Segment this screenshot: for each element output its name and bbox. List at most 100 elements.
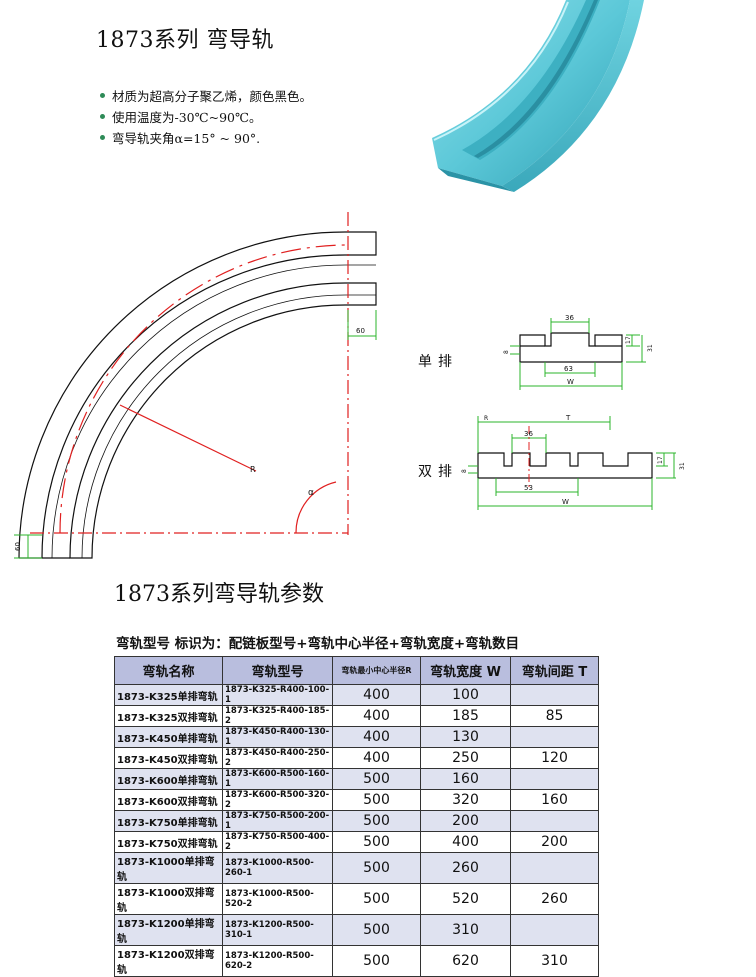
cell-spacing: 120 [510,747,599,769]
cell-name: 1873-K750单排弯轨 [114,810,223,832]
cell-spacing: 200 [510,831,599,853]
single-dim-36: 36 [565,314,574,322]
double-row-section [477,452,653,479]
cell-width: 260 [420,852,511,884]
centerlines [30,212,349,535]
technical-drawing: R α 60 60 36 63 W 17 31 8 [14,212,686,559]
feature-list: 材质为超高分子聚乙烯，颜色黑色。 使用温度为-30℃~90℃。 弯导轨夹角α=1… [100,86,312,149]
cell-model: 1873-K450-R400-130-1 [222,726,333,748]
cell-width: 160 [420,768,511,790]
cell-radius: 400 [332,705,421,727]
dim-60-top-label: 60 [356,327,365,335]
cell-width: 320 [420,789,511,811]
cell-spacing: 160 [510,789,599,811]
cell-model: 1873-K1200-R500-620-2 [222,945,333,977]
cell-radius: 500 [332,945,421,977]
cell-width: 185 [420,705,511,727]
double-dim-36: 36 [524,430,533,438]
single-row-label: 单排 [418,354,458,370]
cell-radius: 500 [332,831,421,853]
cell-width: 400 [420,831,511,853]
cell-name: 1873-K750双排弯轨 [114,831,223,853]
cell-width: 250 [420,747,511,769]
table-header-row: 弯轨名称 弯轨型号 弯轨最小中心半径R 弯轨宽度 W 弯轨间距 T [114,656,599,685]
double-dim-8: 8 [461,469,468,473]
single-dim-w: W [567,378,574,386]
cell-radius: 400 [332,726,421,748]
cell-radius: 400 [332,684,421,706]
cell-name: 1873-K325单排弯轨 [114,684,223,706]
double-dim-17: 17 [657,456,664,464]
cell-name: 1873-K1200单排弯轨 [114,914,223,946]
single-dim-8: 8 [503,350,510,354]
cell-spacing [510,684,599,706]
cell-spacing: 85 [510,705,599,727]
col-header-model: 弯轨型号 [222,656,333,685]
col-header-name: 弯轨名称 [114,656,223,685]
params-description: 弯轨型号 标识为：配链板型号+弯轨中心半径+弯轨宽度+弯轨数目 [116,636,520,652]
cell-model: 1873-K750-R500-400-2 [222,831,333,853]
cell-spacing: 260 [510,883,599,915]
cell-model: 1873-K600-R500-160-1 [222,768,333,790]
cell-radius: 500 [332,810,421,832]
cell-spacing [510,810,599,832]
dim-60-bottom [14,534,42,559]
cell-radius: 500 [332,768,421,790]
page-title: 1873系列 弯导轨 [96,28,274,53]
params-title: 1873系列弯导轨参数 [114,582,324,607]
cell-model: 1873-K1200-R500-310-1 [222,914,333,946]
cell-name: 1873-K450单排弯轨 [114,726,223,748]
params-table: 弯轨名称 弯轨型号 弯轨最小中心半径R 弯轨宽度 W 弯轨间距 T 1873-K… [114,656,599,977]
cell-width: 620 [420,945,511,977]
cell-model: 1873-K1000-R500-260-1 [222,852,333,884]
single-dim-63: 63 [564,365,573,373]
cell-model: 1873-K325-R400-100-1 [222,684,333,706]
col-header-radius: 弯轨最小中心半径R [332,656,421,685]
cell-model: 1873-K325-R400-185-2 [222,705,333,727]
cell-name: 1873-K600双排弯轨 [114,789,223,811]
double-dim-w: W [562,498,569,506]
cell-spacing [510,726,599,748]
cell-name: 1873-K1000单排弯轨 [114,852,223,884]
cell-name: 1873-K450双排弯轨 [114,747,223,769]
dim-60-top [347,310,377,340]
cell-name: 1873-K1200双排弯轨 [114,945,223,977]
cell-name: 1873-K325双排弯轨 [114,705,223,727]
single-row-dims [510,318,646,390]
product-photo [432,0,644,192]
single-dim-17: 17 [625,336,632,344]
cell-width: 310 [420,914,511,946]
cell-model: 1873-K1000-R500-520-2 [222,883,333,915]
cell-name: 1873-K600单排弯轨 [114,768,223,790]
col-header-spacing: 弯轨间距 T [510,656,599,685]
double-row-label: 双排 [418,464,458,480]
cell-spacing: 310 [510,945,599,977]
feature-material: 材质为超高分子聚乙烯，颜色黑色。 [100,86,312,107]
cell-model: 1873-K450-R400-250-2 [222,747,333,769]
cell-model: 1873-K600-R500-320-2 [222,789,333,811]
double-dim-31: 31 [679,462,686,470]
double-dim-r: R [484,415,488,422]
cell-radius: 400 [332,747,421,769]
cell-radius: 500 [332,789,421,811]
curved-rail-drawing [18,231,377,559]
cell-spacing [510,914,599,946]
angle-label: α [308,488,314,498]
cell-radius: 500 [332,852,421,884]
single-dim-31: 31 [647,344,654,352]
double-dim-53: 53 [524,484,533,492]
double-dim-t: T [565,414,571,422]
cell-width: 100 [420,684,511,706]
cell-width: 130 [420,726,511,748]
col-header-width: 弯轨宽度 W [420,656,511,685]
